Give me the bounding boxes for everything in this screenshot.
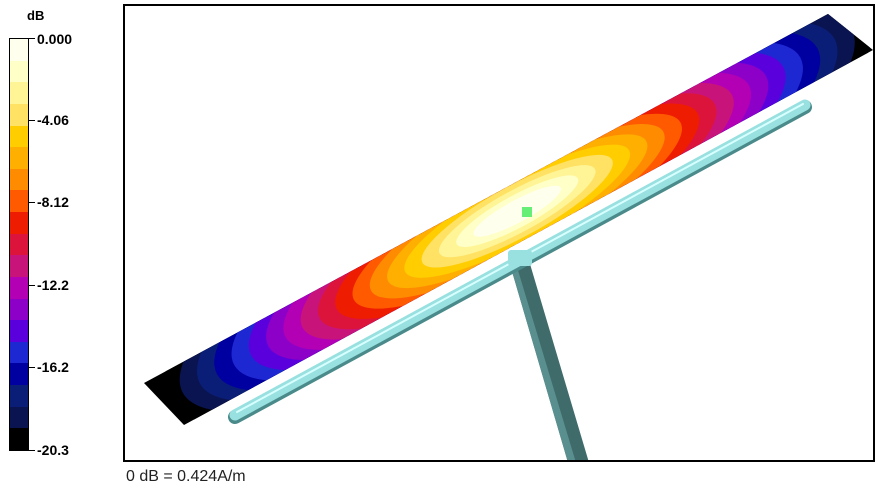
pole-joint: [508, 250, 532, 266]
feed-point-marker: [522, 207, 532, 217]
legend-tick: [29, 202, 35, 203]
legend-swatch: [10, 82, 28, 104]
reference-level-note: 0 dB = 0.424A/m: [126, 468, 246, 485]
legend-swatch: [10, 147, 28, 169]
support-pole-edge: [511, 267, 576, 460]
legend-swatch: [10, 406, 28, 429]
legend-swatch: [10, 125, 28, 148]
legend-tick: [29, 120, 35, 121]
legend-tick: [29, 367, 35, 368]
legend-swatch: [10, 60, 28, 83]
legend-unit-label: dB: [27, 8, 45, 23]
legend-swatch: [10, 341, 28, 364]
legend-swatch: [10, 385, 28, 407]
legend-swatch: [10, 363, 28, 385]
field-plot-scene: [144, 14, 873, 460]
near-field-plane: [144, 14, 873, 425]
legend-swatch: [10, 39, 28, 61]
legend-swatch: [10, 190, 28, 212]
color-legend: dB 0.000 -4.06 -8.12 -12.2 -16.2 -20.3: [0, 0, 120, 470]
legend-tick-label: -16.2: [37, 359, 69, 375]
legend-swatch: [10, 428, 28, 450]
legend-tick-label: -8.12: [37, 194, 69, 210]
legend-color-bar: [9, 38, 29, 451]
legend-tick-label: 0.000: [37, 31, 73, 47]
legend-swatch: [10, 320, 28, 342]
legend-tick-label: -4.06: [37, 112, 69, 128]
legend-tick: [29, 450, 35, 451]
legend-swatch: [10, 255, 28, 277]
legend-swatch: [10, 212, 28, 234]
legend-swatch: [10, 233, 28, 256]
legend-tick-label: -12.2: [37, 277, 69, 293]
field-plot-viewport[interactable]: [123, 4, 875, 462]
legend-tick-label: -20.3: [37, 442, 69, 458]
legend-swatch: [10, 276, 28, 299]
legend-swatch: [10, 298, 28, 321]
legend-swatch: [10, 103, 28, 126]
legend-tick: [29, 38, 35, 39]
legend-swatch: [10, 168, 28, 191]
legend-tick: [29, 285, 35, 286]
field-contour-band: [473, 185, 562, 237]
